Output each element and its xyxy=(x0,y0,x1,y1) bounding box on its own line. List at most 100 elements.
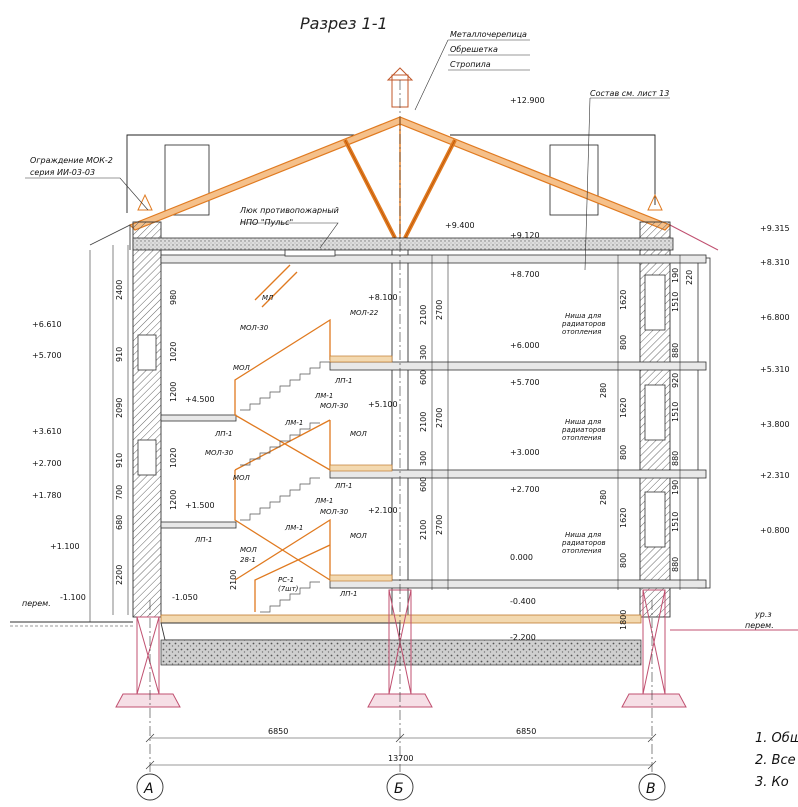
fence-callout-2: серия ИИ-03-03 xyxy=(30,168,95,177)
span-dimension: 6850 xyxy=(516,727,536,736)
elevation-mark: +1.100 xyxy=(50,542,80,551)
svg-text:800: 800 xyxy=(619,445,628,460)
svg-text:2100: 2100 xyxy=(229,570,238,590)
svg-text:2200: 2200 xyxy=(115,565,124,585)
svg-text:2. Все: 2. Все xyxy=(755,753,796,768)
svg-text:220: 220 xyxy=(685,270,694,285)
svg-text:МОЛ-22: МОЛ-22 xyxy=(350,309,379,317)
elevation-mark: +2.100 xyxy=(368,506,398,515)
elevation-mark: -2.200 xyxy=(510,633,536,642)
roof xyxy=(89,67,719,251)
wall-axis-a xyxy=(132,221,162,618)
hatch-callout-2: НПО "Пульс" xyxy=(240,218,293,227)
elevation-mark: +5.310 xyxy=(760,365,790,374)
elevation-mark: +5.700 xyxy=(510,378,540,387)
slab-ground xyxy=(329,579,707,589)
svg-text:1020: 1020 xyxy=(169,448,178,468)
svg-text:1200: 1200 xyxy=(169,490,178,510)
elevations-center: +12.900 +9.400 +9.120 +8.700 +8.100 +6.0… xyxy=(172,96,545,642)
stair-labels: МЛ МОЛ-30 МОЛ-22 МОЛ ЛП-1 ЛМ-1 МОЛ-30 ЛМ… xyxy=(194,294,379,598)
svg-text:300: 300 xyxy=(419,451,428,466)
stairs xyxy=(234,264,393,613)
svg-text:ЛП-1: ЛП-1 xyxy=(214,430,233,438)
elevation-mark: 0.000 xyxy=(510,553,533,562)
elevation-mark: +2.700 xyxy=(32,459,62,468)
elevation-mark: +8.310 xyxy=(760,258,790,267)
svg-text:Б: Б xyxy=(394,781,404,797)
svg-text:Ниша для: Ниша для xyxy=(565,531,601,539)
basement-slab xyxy=(160,614,642,624)
svg-text:МОЛ: МОЛ xyxy=(240,546,258,554)
svg-text:отопления: отопления xyxy=(562,328,601,336)
svg-text:1620: 1620 xyxy=(619,398,628,418)
elevation-mark: -1.100 xyxy=(60,593,86,602)
ground-label-right-1: ур.з xyxy=(754,610,772,619)
svg-text:1620: 1620 xyxy=(619,290,628,310)
elevation-mark: -0.400 xyxy=(510,597,536,606)
hatch-callout-1: Люк противопожарный xyxy=(239,206,339,215)
svg-text:МЛ: МЛ xyxy=(262,294,274,302)
svg-text:880: 880 xyxy=(671,451,680,466)
svg-text:ЛП-1: ЛП-1 xyxy=(334,482,353,490)
total-span-dimension: 13700 xyxy=(388,754,413,763)
svg-text:МОЛ-30: МОЛ-30 xyxy=(320,508,349,516)
roof-layer-2: Обрешетка xyxy=(450,45,498,54)
svg-text:радиаторов: радиаторов xyxy=(561,426,606,434)
elevations-left: +6.610 +5.700 +3.610 +2.700 +1.780 +1.10… xyxy=(22,320,86,608)
foundations xyxy=(10,589,798,708)
slab-level-2 xyxy=(329,361,707,371)
elevation-mark: +8.100 xyxy=(368,293,398,302)
svg-text:600: 600 xyxy=(419,370,428,385)
svg-text:МОЛ-30: МОЛ-30 xyxy=(205,449,234,457)
elevation-mark: +2.310 xyxy=(760,471,790,480)
elevation-mark: +4.500 xyxy=(185,395,215,404)
ventilation-block-left xyxy=(164,144,210,216)
section-title: Разрез 1-1 xyxy=(300,14,388,33)
svg-text:880: 880 xyxy=(671,557,680,572)
elevation-mark: +6.000 xyxy=(510,341,540,350)
elevation-mark: +2.700 xyxy=(510,485,540,494)
svg-text:МОЛ: МОЛ xyxy=(233,364,251,372)
svg-text:МОЛ-30: МОЛ-30 xyxy=(320,402,349,410)
roof-layer-3: Стропила xyxy=(450,60,491,69)
svg-text:радиаторов: радиаторов xyxy=(561,539,606,547)
svg-text:отопления: отопления xyxy=(562,434,601,442)
attic-insulation xyxy=(132,237,674,251)
svg-text:3. Ко: 3. Ко xyxy=(755,775,789,790)
axis-bubble-b xyxy=(386,773,414,801)
svg-text:280: 280 xyxy=(599,383,608,398)
svg-text:700: 700 xyxy=(115,485,124,500)
elevations-right: +9.315 +8.310 +6.800 +5.310 +3.800 +2.31… xyxy=(745,224,790,630)
gravel-bed xyxy=(160,639,642,666)
general-notes: 1. Общ 2. Все 3. Ко xyxy=(755,731,798,790)
composition-callout: Состав см. лист 13 xyxy=(590,89,669,98)
svg-text:Ниша для: Ниша для xyxy=(565,418,601,426)
svg-text:1200: 1200 xyxy=(169,382,178,402)
svg-text:680: 680 xyxy=(115,515,124,530)
svg-text:280: 280 xyxy=(599,490,608,505)
ground-label-right-2: перем. xyxy=(745,621,774,630)
svg-text:1. Общ: 1. Общ xyxy=(755,731,798,746)
axis-lines xyxy=(89,80,681,772)
svg-text:ЛМ-1: ЛМ-1 xyxy=(314,392,333,400)
svg-text:ЛП-1: ЛП-1 xyxy=(339,590,358,598)
svg-text:28-1: 28-1 xyxy=(240,556,256,564)
svg-text:2700: 2700 xyxy=(435,300,444,320)
svg-text:1020: 1020 xyxy=(169,342,178,362)
svg-text:1620: 1620 xyxy=(619,508,628,528)
elevation-mark: +0.800 xyxy=(760,526,790,535)
svg-text:1800: 1800 xyxy=(619,610,628,630)
svg-text:920: 920 xyxy=(671,373,680,388)
svg-text:МОЛ-30: МОЛ-30 xyxy=(240,324,269,332)
elevation-mark: +6.610 xyxy=(32,320,62,329)
svg-text:2400: 2400 xyxy=(115,280,124,300)
elevation-mark: -1.050 xyxy=(172,593,198,602)
svg-text:2100: 2100 xyxy=(419,520,428,540)
svg-text:1510: 1510 xyxy=(671,292,680,312)
elevation-mark: +8.700 xyxy=(510,270,540,279)
elevation-mark: +9.400 xyxy=(445,221,475,230)
svg-text:РС-1: РС-1 xyxy=(278,576,294,584)
svg-text:отопления: отопления xyxy=(562,547,601,555)
svg-text:1510: 1510 xyxy=(671,402,680,422)
